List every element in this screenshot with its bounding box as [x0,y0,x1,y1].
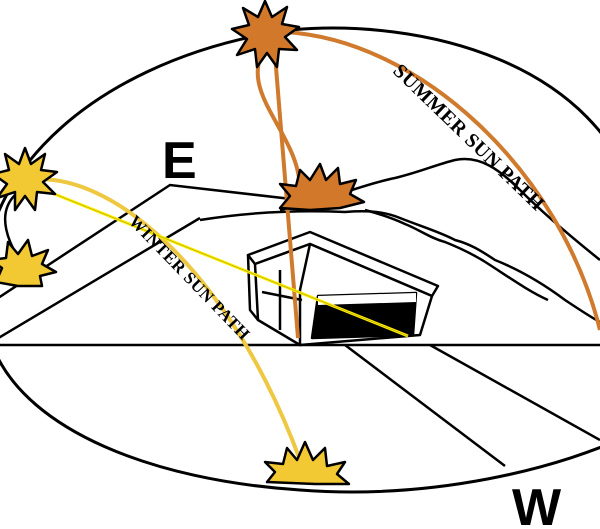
winter-sun-ray [31,183,409,338]
house-icon [246,230,440,347]
mountain-range [199,157,600,324]
winter-sun-path [29,177,302,461]
ground-plane [0,183,600,467]
summer-sunrise-sun-icon [278,162,366,212]
summer-noon-sun-icon [230,0,301,69]
east-label: E [162,132,197,190]
winter-noon-sun-icon [0,146,59,212]
summer-sun-path [284,30,600,331]
west-label: W [512,479,562,529]
winter-sunrise-sun-icon [0,238,58,288]
winter-sunset-sun-icon [263,440,351,486]
